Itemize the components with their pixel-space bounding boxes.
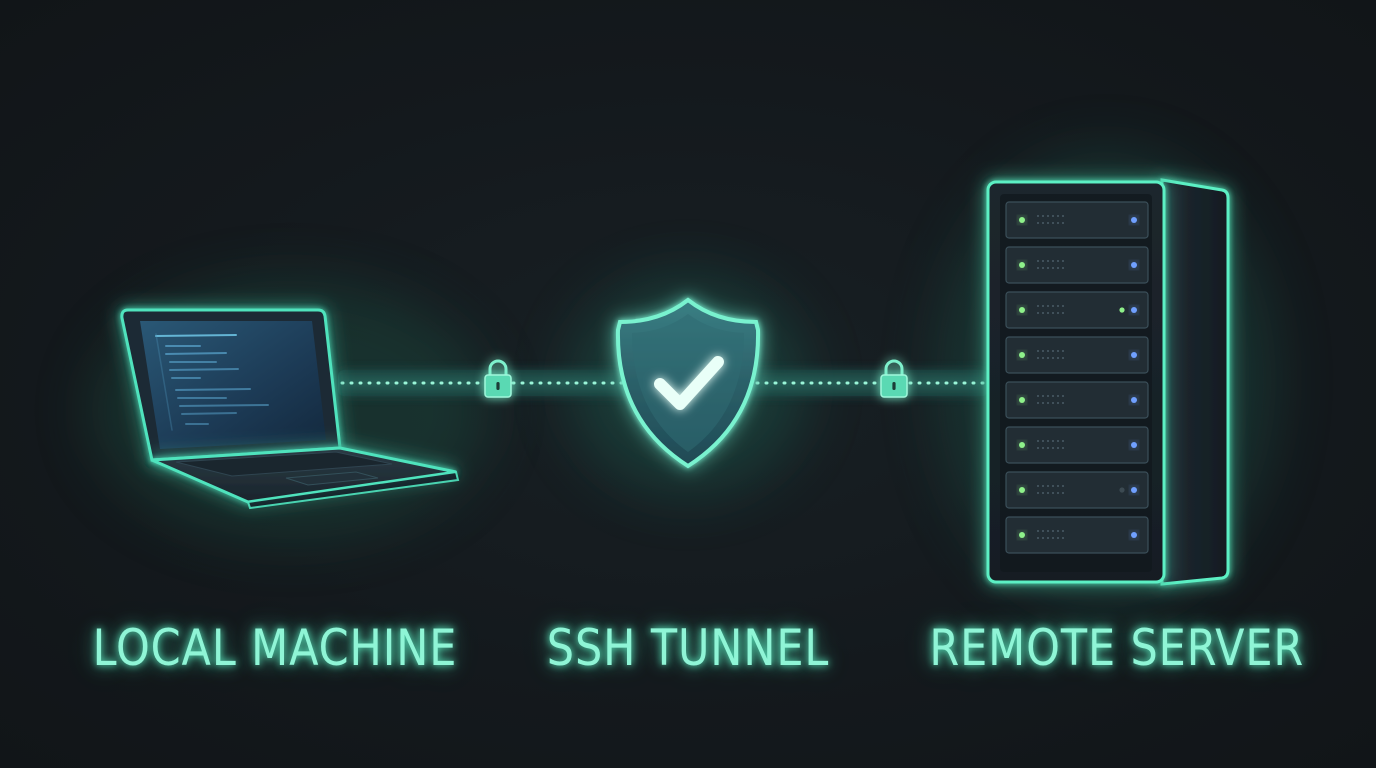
status-led-blue	[1131, 262, 1137, 268]
rack-unit	[1005, 381, 1149, 419]
status-led-green	[1019, 532, 1025, 538]
status-led-green	[1019, 442, 1025, 448]
rack-unit	[1005, 246, 1149, 284]
status-led-blue	[1131, 217, 1137, 223]
status-led-extra	[1119, 307, 1125, 313]
rack-unit	[1005, 201, 1149, 239]
status-led-green	[1019, 352, 1025, 358]
status-led-green	[1019, 307, 1025, 313]
rack-unit	[1005, 426, 1149, 464]
status-led-extra	[1119, 487, 1125, 493]
remote-server-label: REMOTE SERVER	[929, 619, 1305, 677]
rack-units	[1005, 201, 1149, 554]
status-led-green	[1019, 217, 1025, 223]
status-led-blue	[1131, 442, 1137, 448]
rack-unit	[1005, 336, 1149, 374]
status-led-blue	[1131, 487, 1137, 493]
padlock-icon	[880, 359, 908, 398]
rack-unit	[1005, 291, 1149, 329]
status-led-blue	[1131, 352, 1137, 358]
status-led-blue	[1131, 397, 1137, 403]
ssh-tunnel-label: SSH TUNNEL	[546, 619, 830, 677]
padlock-icon	[484, 359, 512, 398]
status-led-green	[1019, 397, 1025, 403]
status-led-blue	[1131, 532, 1137, 538]
local-machine-label: LOCAL MACHINE	[92, 619, 458, 677]
status-led-blue	[1131, 307, 1137, 313]
rack-unit	[1005, 516, 1149, 554]
tunnel-link-right	[742, 370, 988, 396]
rack-unit	[1005, 471, 1149, 509]
code-lines	[155, 333, 269, 431]
laptop-icon	[120, 308, 460, 510]
server-rack-icon	[986, 178, 1230, 586]
checkmark-icon	[654, 356, 724, 410]
status-led-green	[1019, 487, 1025, 493]
status-led-green	[1019, 262, 1025, 268]
shield-check-icon	[615, 297, 761, 469]
